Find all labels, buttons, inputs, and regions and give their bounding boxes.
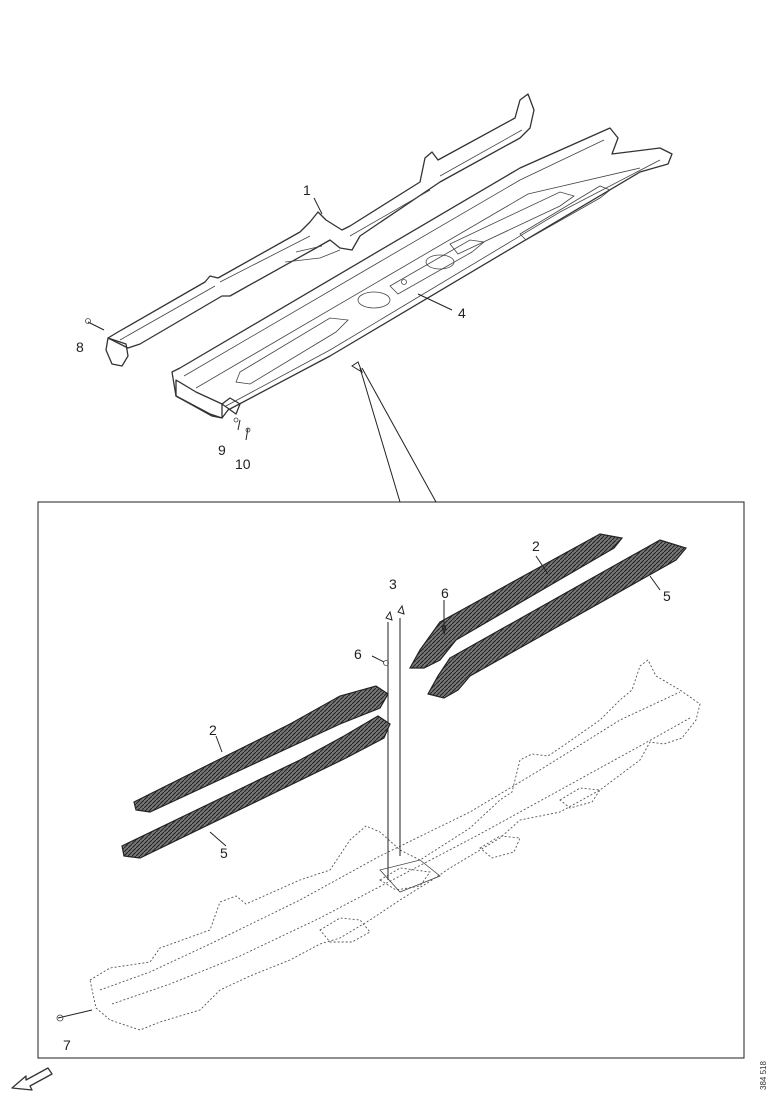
callout-5-rear: 5: [663, 588, 671, 604]
callout-9: 9: [218, 442, 226, 458]
callout-5-front: 5: [220, 845, 228, 861]
callout-7: 7: [63, 1037, 71, 1053]
callout-6-rear: 6: [441, 585, 449, 601]
orientation-arrow-icon: [11, 1067, 53, 1091]
callout-2-front: 2: [209, 722, 217, 738]
sill-strip-2-front: [133, 685, 389, 813]
callout-1-leader: [313, 197, 323, 215]
callout-2-rear: 2: [532, 538, 540, 554]
top-floor-assembly: [85, 93, 673, 441]
detail-pointer-line-right: [361, 367, 437, 503]
sill-strip-5-rear: [427, 539, 688, 699]
callout-6-front: 6: [354, 646, 362, 662]
detail-view-frame: [37, 501, 745, 1059]
callout-4: 4: [458, 305, 466, 321]
floor-outline-dashed: [89, 659, 701, 1031]
sill-strip-2-rear: [408, 533, 624, 669]
callout-10: 10: [235, 456, 251, 472]
detail-pointer-line-left: [359, 367, 401, 503]
callout-4-leader: [417, 293, 453, 311]
drawing-code: 384 518: [759, 1061, 768, 1090]
sill-strip-5-front: [121, 715, 391, 859]
callout-8: 8: [76, 339, 84, 355]
callout-1: 1: [303, 182, 311, 198]
callout-3: 3: [389, 576, 397, 592]
